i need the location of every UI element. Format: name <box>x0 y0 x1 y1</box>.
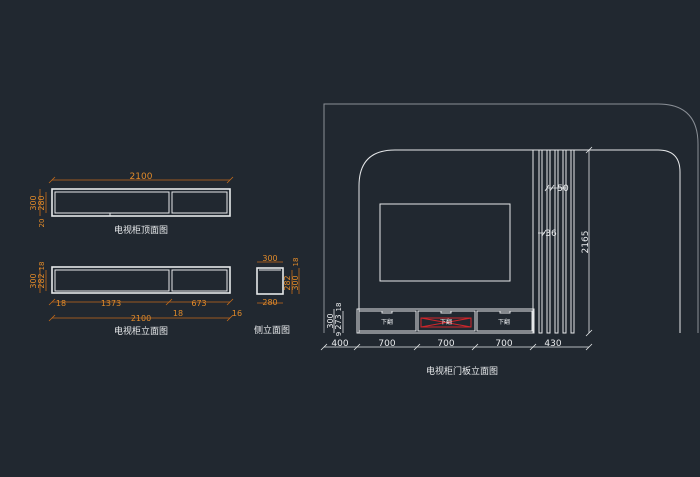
dim-drawer-1: 700 <box>378 339 395 349</box>
front-view-caption: 电视柜立面图 <box>114 325 168 337</box>
front-view-height-dim: 300 <box>29 273 38 288</box>
dim-right: 430 <box>544 339 561 349</box>
wall-height-dim: 2165 <box>581 231 591 254</box>
tick <box>226 176 234 184</box>
slat <box>546 149 551 334</box>
front-view: 300 282 18 18 1373 673 2100 18 16 电视柜立面图 <box>29 262 242 337</box>
tick <box>165 298 173 306</box>
front-view-mid-thk-dim: 18 <box>173 309 183 318</box>
drawer-2-highlight <box>420 317 472 328</box>
front-view-right-width-dim: 673 <box>191 299 206 308</box>
front-view-top-thk-dim: 18 <box>38 262 46 271</box>
cabinet-inner-dim: 273 <box>334 314 343 329</box>
top-view-total-dim: 2100 <box>130 172 153 182</box>
side-view-caption: 侧立面图 <box>254 324 290 336</box>
tick <box>541 229 547 237</box>
top-view-outline <box>51 188 231 217</box>
tick <box>413 343 421 351</box>
cabinet-top-thk-dim: 18 <box>335 303 343 312</box>
side-view-h2-dim: 300 <box>291 275 300 290</box>
slat <box>570 149 575 334</box>
front-view-total-dim: 2100 <box>131 314 151 323</box>
tick <box>585 343 593 351</box>
side-view-thk-dim: 18 <box>292 258 300 267</box>
tick <box>48 176 56 184</box>
top-view-inner-dim: 280 <box>37 195 46 210</box>
top-view-caption: 电视柜顶面图 <box>114 224 168 236</box>
tick <box>48 298 56 306</box>
tick <box>471 343 479 351</box>
top-view-bottom-dim: 20 <box>38 219 46 228</box>
tick <box>585 329 593 337</box>
dim-drawer-2: 700 <box>437 339 454 349</box>
top-view: 2100 300 280 20 电视柜顶面图 <box>29 172 234 236</box>
side-view-bottom-dim: 280 <box>262 298 277 307</box>
cabinet-gap-dim: 9 <box>335 332 343 336</box>
slat-gap-dim: 36 <box>545 229 557 239</box>
tick <box>529 343 537 351</box>
drawer-2-label: 下翻 <box>440 318 452 326</box>
slat <box>562 149 567 334</box>
feature-panel-outline <box>358 149 681 333</box>
handle <box>499 310 511 314</box>
top-view-right-cell <box>171 191 228 214</box>
cabinet-height-dim: 300 <box>326 313 335 328</box>
side-view-top-dim: 300 <box>262 254 277 263</box>
front-view-left-width-dim: 1373 <box>101 299 121 308</box>
side-view-outline <box>256 267 284 295</box>
elevation: 50 36 2165 下翻 下翻 下翻 300 273 18 9 <box>320 103 699 377</box>
front-view-inner-height-dim: 282 <box>37 273 46 288</box>
drawer-3-label: 下翻 <box>498 318 510 326</box>
tick <box>48 314 56 322</box>
front-view-right-thk-dim: 16 <box>232 309 242 318</box>
dim-drawer-3: 700 <box>495 339 512 349</box>
tick <box>585 146 593 154</box>
front-view-left-cell <box>54 269 170 292</box>
tick <box>226 298 234 306</box>
slat-width-dim: 50 <box>557 184 569 194</box>
tick <box>544 184 550 192</box>
drawer-1-label: 下翻 <box>381 318 393 326</box>
slat <box>554 149 559 334</box>
slat <box>538 149 543 334</box>
wall-outline <box>323 103 699 333</box>
tick <box>226 314 234 322</box>
tick <box>320 343 328 351</box>
side-view: 300 280 282 300 18 侧立面图 <box>254 254 300 336</box>
drawer-2-cross <box>420 317 472 328</box>
front-view-left-thk-dim: 18 <box>56 299 66 308</box>
dim-left: 400 <box>331 339 348 349</box>
tv-rectangle <box>379 203 511 282</box>
handle <box>381 310 393 314</box>
top-view-depth-dim: 300 <box>29 195 38 210</box>
front-view-right-cell <box>171 269 228 292</box>
cabinet-outline <box>356 308 535 334</box>
top-view-left-cell <box>54 191 170 214</box>
front-view-outline <box>51 266 231 294</box>
tick <box>549 184 555 192</box>
handle <box>440 310 452 314</box>
elevation-caption: 电视柜门板立面图 <box>426 365 498 377</box>
tick <box>353 343 361 351</box>
side-view-h1-dim: 282 <box>283 275 292 290</box>
